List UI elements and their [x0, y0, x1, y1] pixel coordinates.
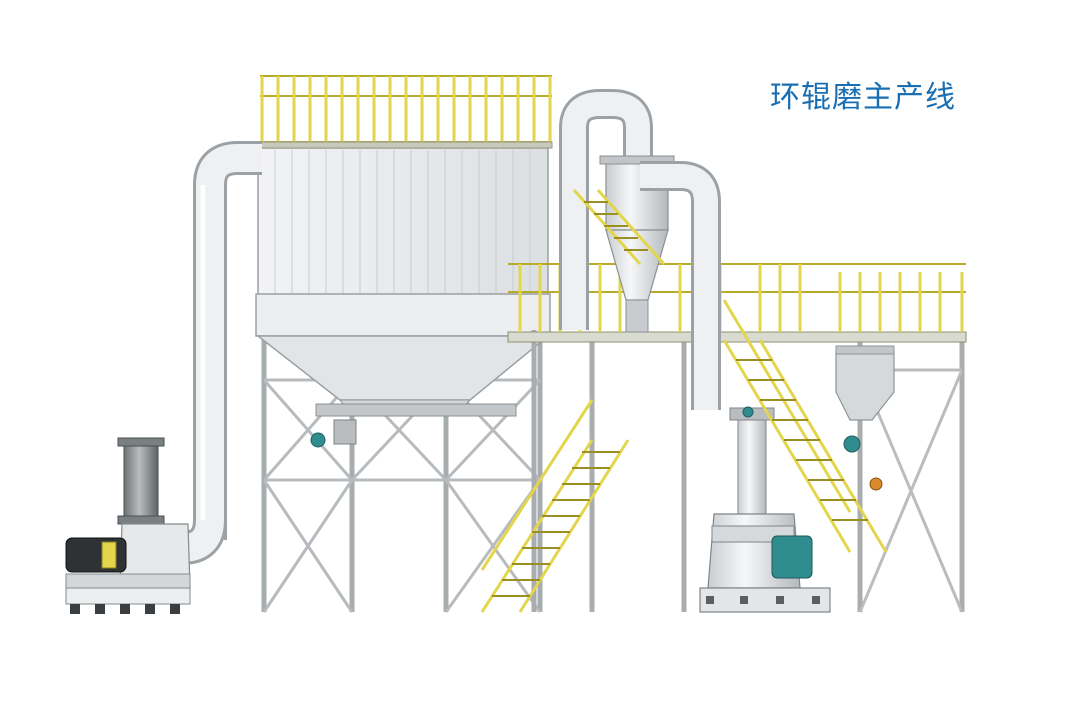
- cyclone-separator: [559, 89, 721, 410]
- screw-motor-icon: [310, 432, 326, 448]
- feeder-motor-icon: [843, 435, 861, 453]
- ring-roller-mill: [699, 406, 831, 613]
- fan-duct: [160, 141, 262, 565]
- main-fan: [65, 437, 191, 614]
- mill-motor-icon: [771, 535, 813, 579]
- diagram-title: 环辊磨主产线: [770, 80, 956, 115]
- dust-collector: [255, 75, 553, 613]
- platform-staircase: [480, 189, 888, 613]
- feed-hopper: [835, 345, 895, 491]
- exhaust-chimney: [123, 443, 159, 519]
- fan-motor-icon: [65, 537, 127, 573]
